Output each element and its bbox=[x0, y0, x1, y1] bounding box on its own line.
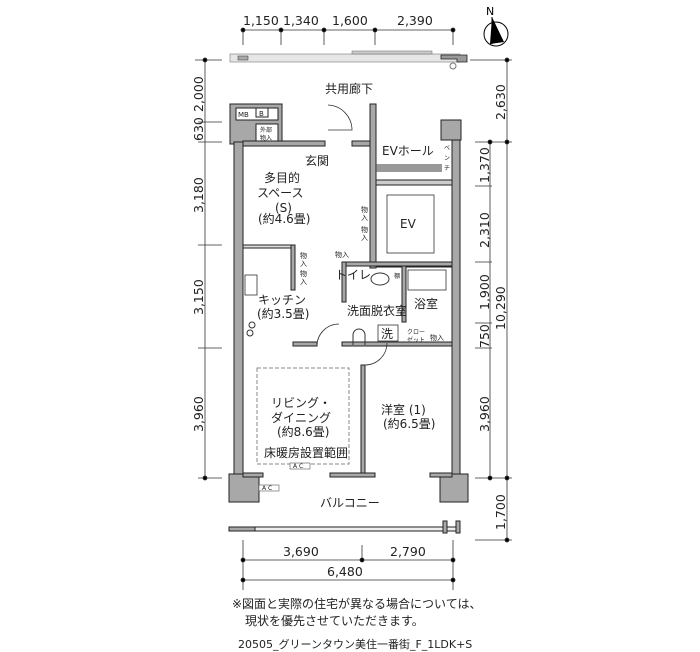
multi-space-label-4: (約4.6畳) bbox=[258, 211, 310, 226]
multi-space-label-1: 多目的 bbox=[264, 170, 300, 185]
dim-left-1: 2,000 bbox=[191, 76, 206, 112]
ev-hall-floor-strip bbox=[376, 164, 442, 172]
storage-label-4a: 物 bbox=[300, 251, 307, 260]
dim-right-inner-3: 1,900 bbox=[477, 274, 492, 310]
dim-right-outer-3: 1,700 bbox=[493, 494, 508, 530]
dim-top-2: 1,340 bbox=[283, 13, 319, 28]
dim-right-inner-4: 750 bbox=[477, 324, 492, 348]
western-room-label-2: (約6.5畳) bbox=[383, 416, 435, 431]
balcony-label: バルコニー bbox=[320, 496, 380, 510]
washer-space bbox=[377, 324, 399, 342]
bathtub bbox=[407, 269, 447, 291]
right-dimensions bbox=[470, 57, 512, 543]
storage-label-1b: 入 bbox=[361, 214, 368, 222]
multi-space-label-2: スペース bbox=[257, 186, 304, 200]
storage-label-1a: 物 bbox=[361, 205, 368, 214]
ev-car bbox=[386, 194, 435, 254]
living-door[interactable] bbox=[316, 323, 340, 347]
living-label-1: リビング・ bbox=[271, 396, 331, 410]
dim-right-outer-1: 2,630 bbox=[493, 84, 508, 120]
bottom-dimensions bbox=[240, 540, 456, 590]
b-label: B bbox=[259, 110, 264, 118]
storage-label-3: 物入 bbox=[335, 250, 349, 259]
toilet-shelf-label: 棚 bbox=[394, 272, 400, 280]
kitchen-sink bbox=[244, 274, 258, 296]
western-room-label-1: 洋室 (1) bbox=[381, 402, 426, 417]
disclaimer-line-2: 現状を優先させていただきます。 bbox=[245, 614, 424, 628]
dim-bottom-total: 6,480 bbox=[327, 564, 363, 579]
corridor-railing bbox=[229, 50, 468, 70]
disclaimer-line-1: ※図面と実際の住宅が異なる場合については、 bbox=[232, 597, 482, 611]
ev-hall-label: EVホール bbox=[382, 144, 434, 158]
compass-label: N bbox=[486, 5, 494, 18]
storage-label-6: 物入 bbox=[430, 333, 444, 342]
dim-top-3: 1,600 bbox=[332, 13, 368, 28]
ev-label: EV bbox=[400, 217, 417, 231]
dim-bottom-2: 2,790 bbox=[390, 544, 426, 559]
washroom-label: 洗面脱衣室 bbox=[347, 303, 407, 318]
mb-label: MB bbox=[238, 111, 249, 119]
storage-label-2b: 入 bbox=[361, 234, 368, 242]
entrance-door[interactable] bbox=[327, 104, 353, 131]
closet-label-2: ゼット bbox=[407, 336, 425, 344]
ac-unit-living bbox=[289, 462, 311, 470]
outdoor-storage-label-2: 物入 bbox=[260, 134, 272, 142]
storage-label-5a: 物 bbox=[300, 269, 307, 278]
western-room-door[interactable] bbox=[364, 342, 388, 366]
storage-label-5b: 入 bbox=[300, 278, 307, 286]
closet-label-1: クロー bbox=[407, 329, 425, 336]
bench-label-1: ベ bbox=[444, 145, 450, 152]
kitchen-label-1: キッチン bbox=[258, 293, 306, 307]
dim-top-1: 1,150 bbox=[243, 13, 279, 28]
entrance-label: 玄関 bbox=[305, 153, 329, 168]
living-label-3: (約8.6畳) bbox=[277, 424, 329, 439]
dim-left-2: 630 bbox=[191, 117, 206, 141]
toilet-label: トイレ bbox=[335, 268, 371, 282]
north-compass-icon bbox=[483, 17, 509, 47]
dim-right-outer-2: 10,290 bbox=[493, 286, 508, 330]
washer-label: 洗 bbox=[381, 327, 393, 341]
left-dimensions bbox=[195, 57, 222, 481]
top-dimensions bbox=[240, 27, 456, 45]
living-label-2: ダイニング bbox=[271, 410, 331, 425]
stove-burner-icon bbox=[248, 321, 256, 329]
kitchen-label-2: (約3.5畳) bbox=[257, 306, 309, 321]
outdoor-storage-label-1: 外部 bbox=[260, 126, 272, 134]
floor-heating-label: 床暖房設置範囲 bbox=[264, 445, 348, 460]
ac-label-living: A C bbox=[293, 463, 303, 470]
dim-left-5: 3,960 bbox=[191, 396, 206, 432]
ac-label-balcony: A C bbox=[262, 485, 272, 492]
stove-burner-icon bbox=[246, 329, 254, 337]
dim-right-inner-5: 3,960 bbox=[477, 396, 492, 432]
dim-bottom-1: 3,690 bbox=[283, 544, 319, 559]
ac-unit-balcony bbox=[258, 484, 280, 492]
walls bbox=[228, 103, 469, 534]
dim-right-inner-1: 1,370 bbox=[477, 147, 492, 183]
bench-label-3: チ bbox=[444, 165, 450, 172]
dim-left-4: 3,150 bbox=[191, 279, 206, 315]
washbasin bbox=[352, 328, 366, 345]
dim-right-inner-2: 2,310 bbox=[477, 212, 492, 248]
dim-top-4: 2,390 bbox=[397, 13, 433, 28]
storage-label-2a: 物 bbox=[361, 225, 368, 234]
multi-space-label-3: (S) bbox=[275, 201, 292, 215]
toilet-bowl bbox=[370, 272, 390, 286]
corridor-label: 共用廊下 bbox=[325, 81, 373, 96]
storage-label-4b: 入 bbox=[300, 260, 307, 268]
plan-id-footer: 20505_グリーンタウン美住一番街_F_1LDK+S bbox=[238, 638, 473, 651]
bath-label: 浴室 bbox=[414, 296, 438, 311]
bench-label-2: ン bbox=[444, 155, 450, 162]
dim-left-3: 3,180 bbox=[191, 177, 206, 213]
